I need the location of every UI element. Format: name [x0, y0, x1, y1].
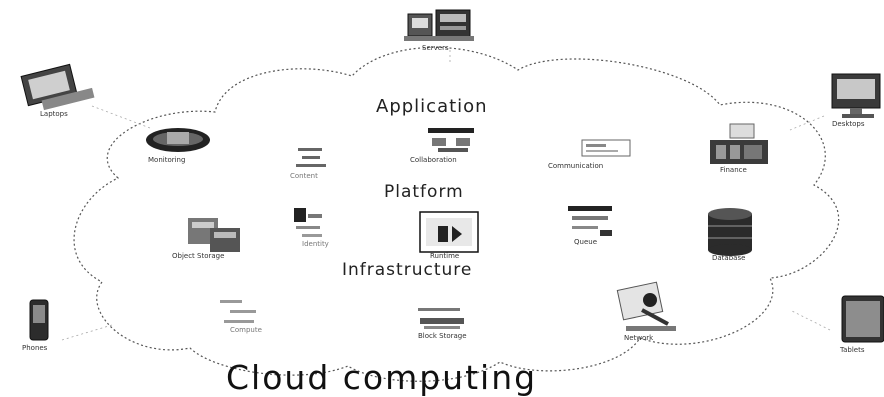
label-finance: Finance: [720, 166, 747, 174]
label-tablets: Tablets: [840, 346, 865, 354]
object-storage-icon: [188, 218, 240, 252]
cloud-outline: [73, 46, 840, 382]
label-compute: Compute: [230, 326, 262, 334]
servers-icon: [404, 9, 474, 41]
communication-icon: [581, 139, 631, 157]
label-phones: Phones: [22, 344, 48, 352]
label-queue: Queue: [574, 238, 597, 246]
label-object-storage: Object Storage: [172, 252, 225, 260]
tablets-icon: [841, 295, 884, 343]
device-connectors: [61, 50, 831, 341]
label-block-storage: Block Storage: [418, 332, 467, 340]
tier-label-infrastructure: Infrastructure: [342, 260, 473, 280]
monitoring-icon: [146, 128, 210, 152]
laptops-icon: [20, 63, 95, 111]
label-desktops: Desktops: [832, 120, 865, 128]
queue-icon: [568, 206, 612, 236]
label-collaboration: Collaboration: [410, 156, 457, 164]
collaboration-icon: [428, 128, 474, 152]
tier-label-platform: Platform: [384, 182, 464, 202]
label-servers: Servers: [422, 44, 449, 52]
block-storage-icon: [418, 308, 464, 329]
label-communication: Communication: [548, 162, 604, 170]
network-icon: [616, 281, 676, 331]
content-icon: [296, 148, 326, 167]
desktops-icon: [831, 73, 881, 118]
diagram-title: Cloud computing: [226, 358, 538, 397]
label-network: Network: [624, 334, 654, 342]
finance-icon: [710, 123, 768, 164]
label-identity: Identity: [302, 240, 329, 248]
label-monitoring: Monitoring: [148, 156, 186, 164]
label-runtime: Runtime: [430, 252, 460, 260]
runtime-icon: [419, 211, 479, 253]
label-content: Content: [290, 172, 318, 180]
compute-icon: [220, 300, 256, 323]
identity-icon: [294, 208, 322, 237]
database-icon: [708, 208, 752, 256]
label-laptops: Laptops: [40, 110, 68, 118]
tier-label-application: Application: [376, 96, 488, 117]
phones-icon: [29, 299, 49, 341]
label-database: Database: [712, 254, 746, 262]
